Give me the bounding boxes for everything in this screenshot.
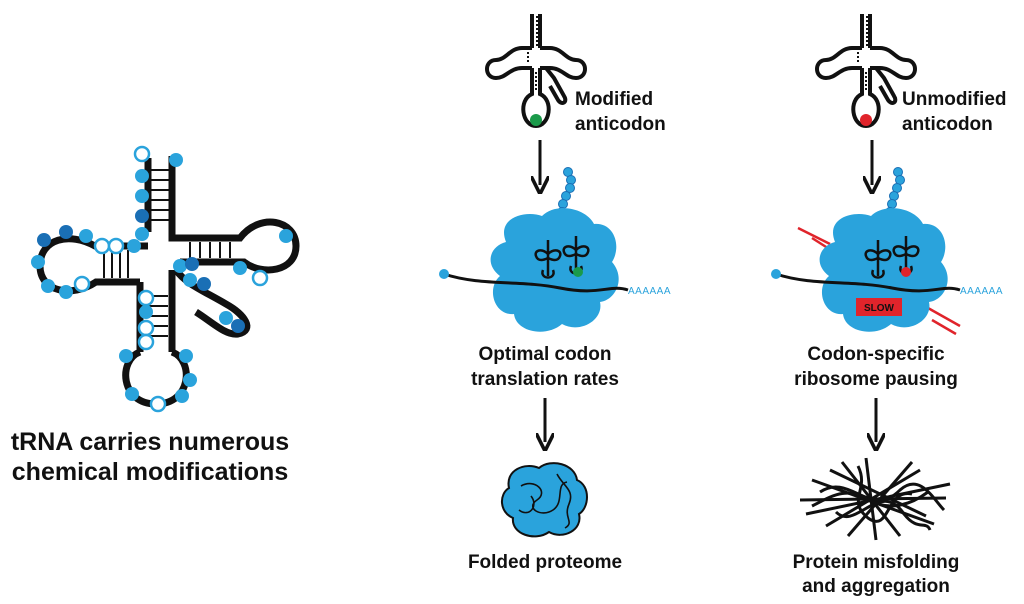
unmodified-outcome-line-1: Protein misfolding [793,552,960,573]
modified-anticodon-dot [530,114,542,126]
modified-rate-line-2: translation rates [471,369,619,390]
caption-line-2: chemical modifications [12,458,288,486]
mrna-cap [439,269,449,279]
caption-line-1: tRNA carries numerous [11,428,289,456]
mrna-polya-tail-2: AAAAAA [960,286,1003,297]
modified-label-line-1: Modified [575,89,653,110]
modified-label-line-2: anticodon [575,114,666,135]
unmodified-label-line-1: Unmodified [902,89,1007,110]
mrna-strand [443,272,629,293]
slow-badge-text: SLOW [864,303,895,314]
ribosome-body [490,208,619,332]
unmodified-label-line-2: anticodon [902,114,993,135]
mrna-polya-tail: AAAAAA [628,286,671,297]
mrna-strand-2 [775,272,961,293]
unmodified-anticodon-in-ribosome [901,267,911,277]
protein-aggregate [799,457,951,541]
unmodified-rate-line-1: Codon-specific [807,344,945,365]
slow-badge: SLOW [856,298,902,316]
unmodified-anticodon-dot [860,114,872,126]
modified-trna-icon [485,12,587,128]
unmodified-ribosome [819,167,948,332]
unmodified-rate-line-2: ribosome pausing [794,369,958,390]
red-stall-marks-right [927,306,961,336]
folded-protein [501,462,588,538]
modification-markers [31,145,293,413]
modified-outcome: Folded proteome [468,552,622,573]
modified-anticodon-in-ribosome [573,267,583,277]
unmodified-outcome-line-2: and aggregation [802,576,950,597]
modified-ribosome [490,167,619,332]
modified-rate-line-1: Optimal codon [479,344,612,365]
unmodified-trna-icon [815,12,917,128]
mrna-cap-2 [771,269,781,279]
